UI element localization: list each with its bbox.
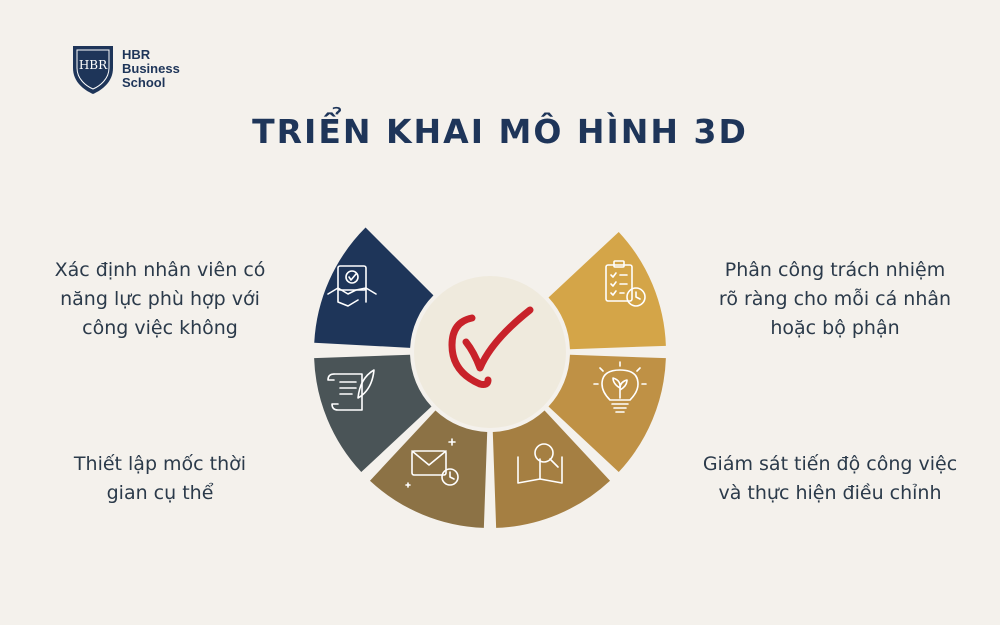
label-bottom-right: Giám sát tiến độ công việc và thực hiện …	[702, 453, 958, 504]
envelope-clock-icon	[405, 438, 459, 488]
scroll-segment	[314, 354, 432, 473]
lightbulb-segment	[548, 354, 666, 473]
handshake-segment	[314, 227, 434, 348]
handshake-document-icon	[327, 265, 377, 307]
clipboard-clock-icon	[605, 260, 646, 307]
clipboard-segment	[548, 231, 666, 350]
lightbulb-plant-icon	[593, 361, 647, 413]
envelope-segment	[369, 410, 488, 528]
brand-line-3: School	[122, 75, 166, 90]
logo-monogram: HBR	[79, 58, 108, 72]
page-title: TRIỂN KHAI MÔ HÌNH 3D	[252, 112, 748, 151]
shield-logo-icon: HBR	[73, 46, 113, 94]
label-top-left: Xác định nhân viên có năng lực phù hợp v…	[54, 259, 266, 339]
brand-line-2: Business	[122, 61, 180, 76]
checkmark-icon	[448, 306, 534, 388]
label-top-right: Phân công trách nhiệm rõ ràng cho mỗi cá…	[718, 259, 952, 339]
book-segment	[492, 410, 611, 528]
brand-logo: HBR HBR Business School	[70, 42, 210, 98]
brand-line-1: HBR	[122, 47, 151, 62]
scroll-quill-icon	[327, 369, 375, 411]
label-bottom-left: Thiết lập mốc thời gian cụ thể	[73, 453, 247, 504]
book-magnifier-icon	[517, 443, 563, 484]
brand-name: HBR Business School	[122, 48, 180, 90]
